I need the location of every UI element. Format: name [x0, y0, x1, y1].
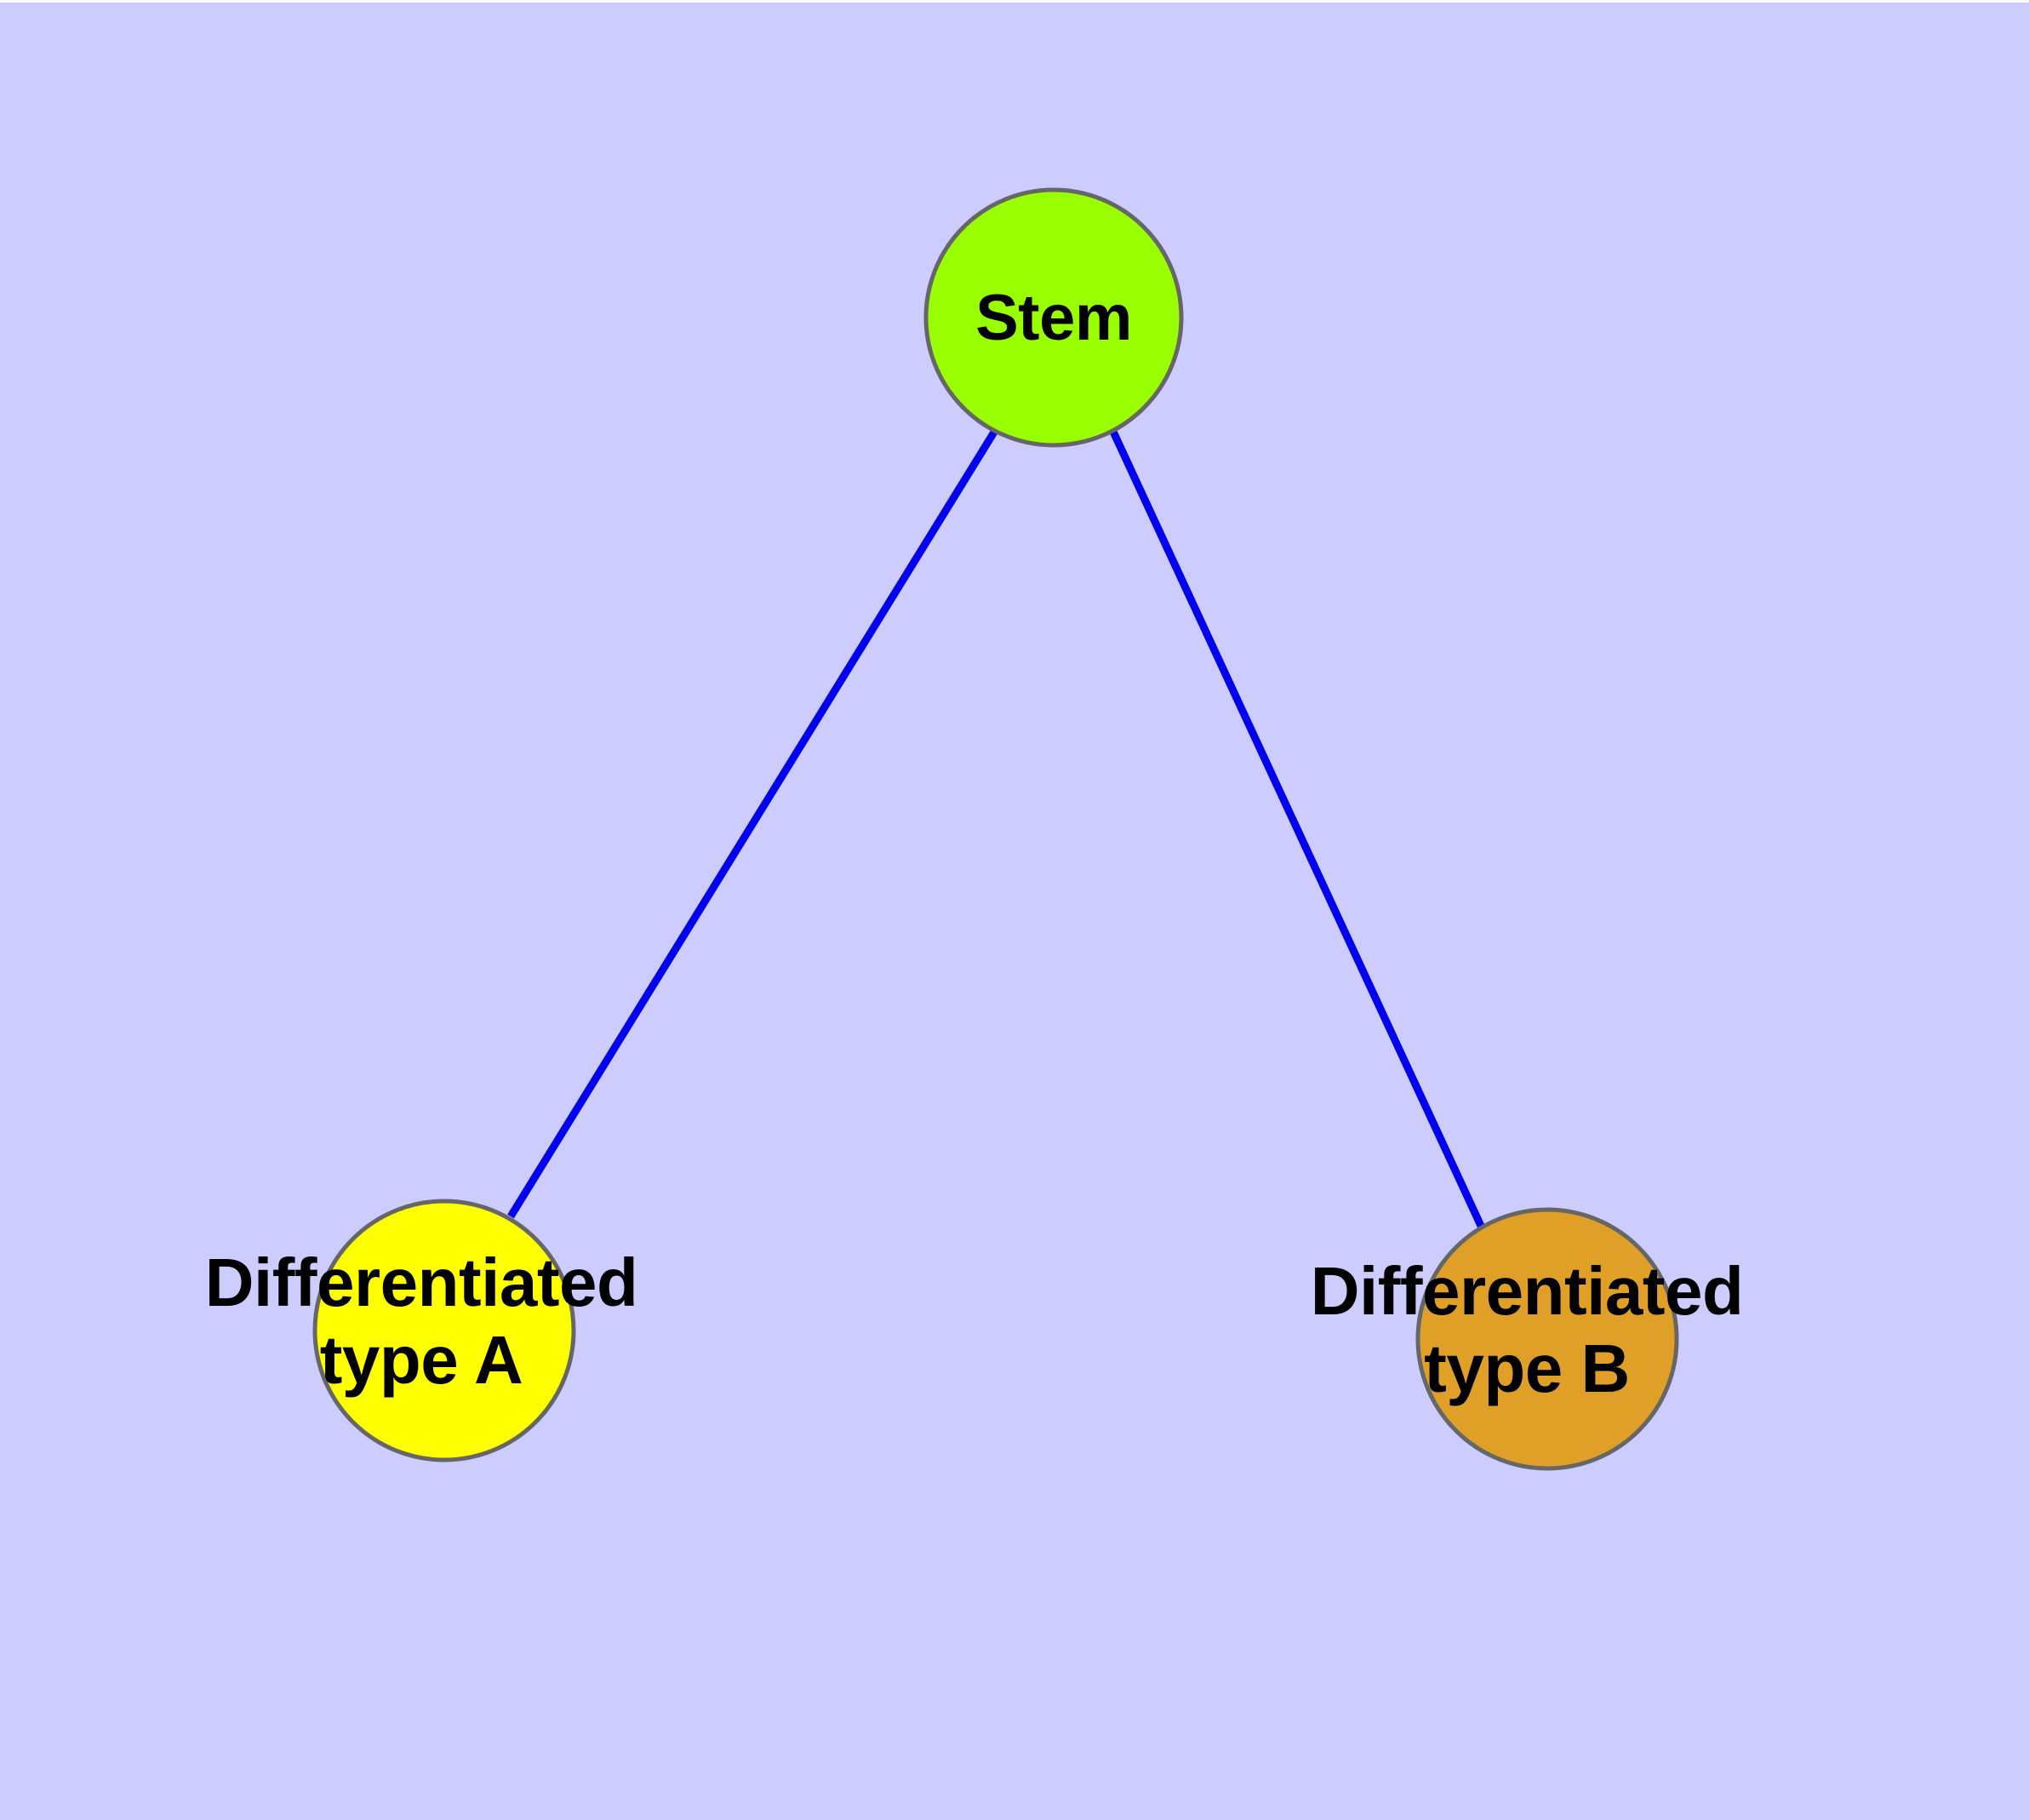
node-stem[interactable] — [923, 187, 1184, 448]
edge-stem-to-differentiated-a — [507, 428, 998, 1219]
edge-layer — [507, 428, 1485, 1228]
diagram-background: Stem Differentiated type A Differentiate… — [0, 3, 2029, 1820]
edge-stem-to-differentiated-b — [1109, 430, 1485, 1228]
graph-svg — [312, 187, 1679, 1471]
node-differentiated-type-a[interactable] — [312, 1199, 576, 1462]
node-differentiated-type-b[interactable] — [1415, 1207, 1679, 1471]
node-layer — [312, 187, 1679, 1471]
